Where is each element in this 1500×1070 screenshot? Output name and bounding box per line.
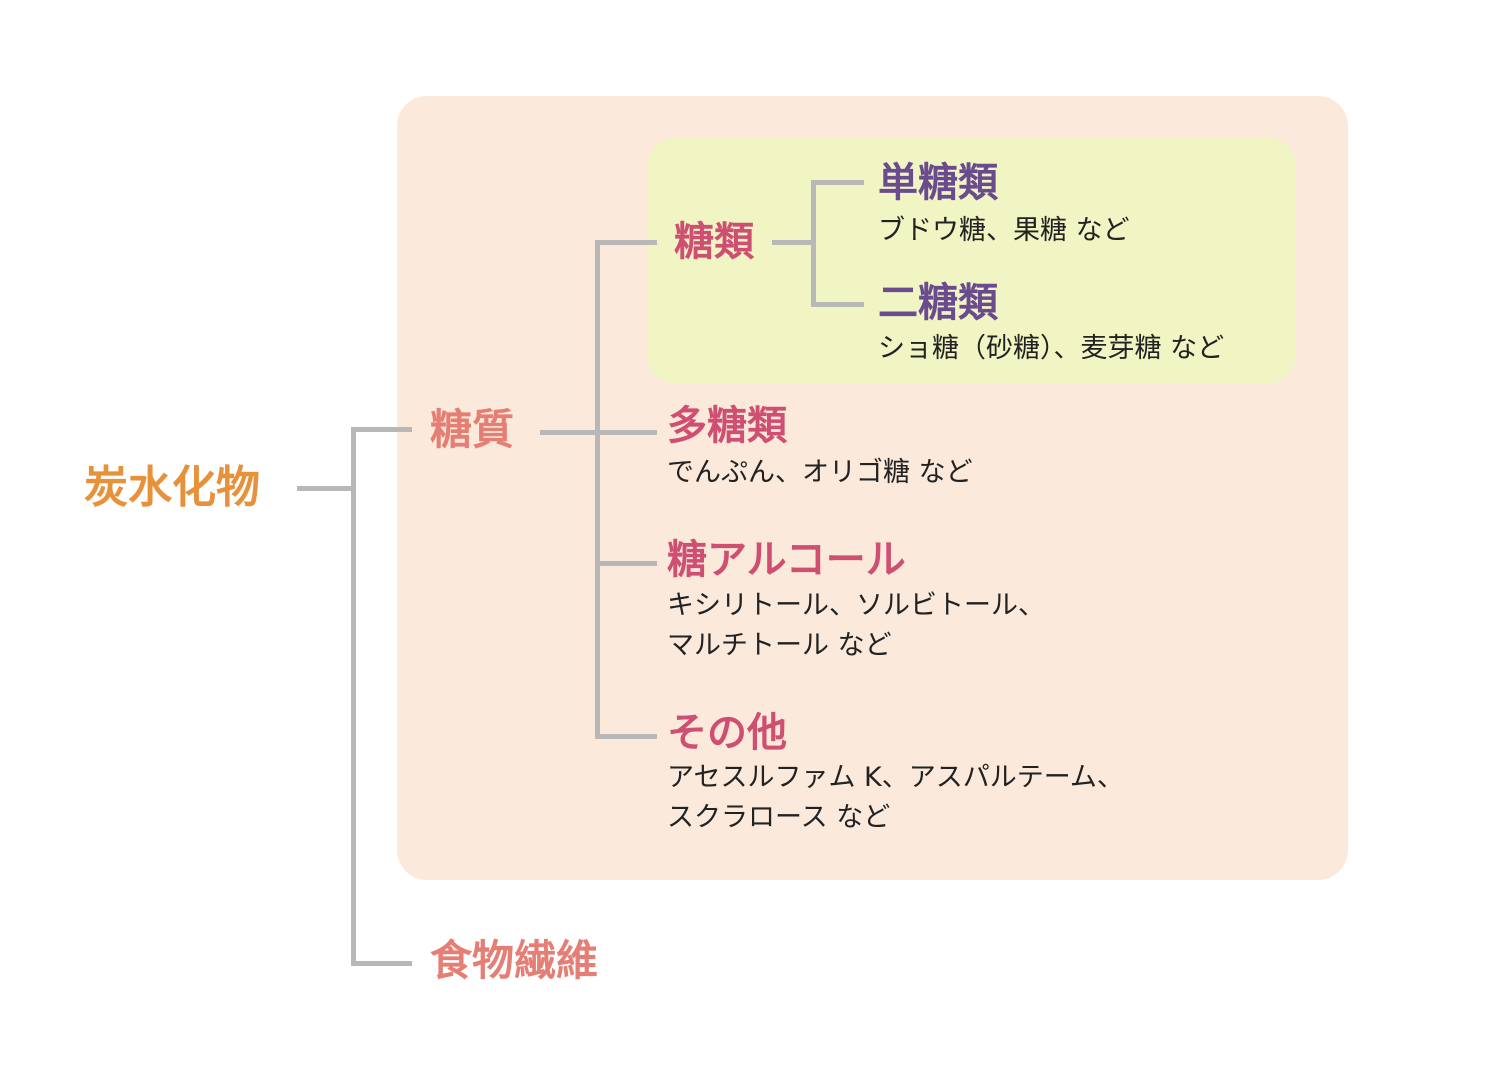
sugar-alcohol-examples-line1: キシリトール、ソルビトール、 bbox=[667, 590, 1045, 621]
monosaccharides-label: 単糖類 bbox=[878, 160, 998, 206]
saccharides-group-box bbox=[648, 138, 1295, 383]
monosaccharides-examples: ブドウ糖、果糖 など bbox=[878, 215, 1130, 246]
sugar-alcohol-label: 糖アルコール bbox=[667, 537, 906, 583]
root-label-carbohydrate: 炭水化物 bbox=[84, 462, 260, 513]
polysaccharides-label: 多糖類 bbox=[667, 403, 787, 449]
connector-sugar-substance-stub bbox=[540, 430, 600, 435]
saccharides-label: 糖類 bbox=[674, 219, 754, 265]
connector-to-dietary-fiber bbox=[351, 961, 412, 966]
connector-to-sugar-substance bbox=[351, 427, 412, 432]
other-examples-line1: アセスルファム K、アスパルテーム、 bbox=[667, 762, 1124, 793]
connector-sugar-vertical bbox=[595, 240, 600, 739]
connector-to-saccharides bbox=[595, 240, 657, 245]
connector-saccharides-vertical bbox=[811, 180, 816, 307]
connector-root-stub bbox=[297, 486, 353, 491]
disaccharides-examples: ショ糖（砂糖）、麦芽糖 など bbox=[878, 333, 1225, 364]
polysaccharides-examples: でんぷん、オリゴ糖 など bbox=[667, 457, 973, 488]
connector-to-disaccharides bbox=[811, 302, 864, 307]
connector-to-other bbox=[595, 734, 657, 739]
connector-root-vertical bbox=[351, 427, 356, 966]
other-examples-line2: スクラロース など bbox=[667, 802, 891, 833]
sugar-substance-label: 糖質 bbox=[430, 405, 515, 454]
sugar-alcohol-examples-line2: マルチトール など bbox=[667, 630, 892, 661]
connector-to-polysaccharides bbox=[595, 430, 657, 435]
disaccharides-label: 二糖類 bbox=[878, 280, 998, 326]
dietary-fiber-label: 食物繊維 bbox=[430, 936, 599, 985]
connector-to-sugar-alcohol bbox=[595, 561, 657, 566]
connector-to-monosaccharides bbox=[811, 180, 864, 185]
other-label: その他 bbox=[667, 710, 787, 756]
connector-saccharides-stub bbox=[772, 240, 816, 245]
